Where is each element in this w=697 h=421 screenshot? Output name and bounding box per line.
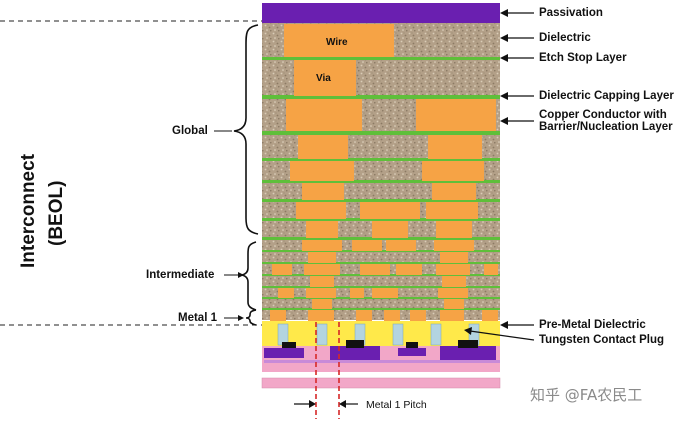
pitch-arrowhead-right	[339, 400, 346, 408]
label-arrows	[464, 9, 535, 341]
passivation-layer	[262, 3, 500, 23]
beol-label: (BEOL)	[46, 180, 67, 246]
metal1-pitch-label: Metal 1 Pitch	[366, 399, 427, 411]
dielectric-label: Dielectric	[539, 32, 591, 44]
pre-metal-dielectric-label: Pre-Metal Dielectric	[539, 319, 646, 331]
transistor-gates	[264, 340, 500, 363]
global-label: Global	[172, 125, 208, 137]
interconnect-label: Interconnect	[18, 153, 39, 268]
tungsten-plug-label: Tungsten Contact Plug	[539, 334, 665, 346]
passivation-label: Passivation	[539, 7, 603, 19]
capping-layer-label: Dielectric Capping Layer	[539, 90, 674, 102]
copper-conductor-label-line2: Barrier/Nucleation Layer	[539, 121, 673, 133]
intermediate-label: Intermediate	[146, 269, 215, 281]
left-label-arrows	[214, 130, 244, 321]
wire-label: Wire	[326, 37, 348, 48]
tungsten-contact-plugs	[277, 323, 480, 346]
copper-conductors	[270, 24, 498, 321]
pitch-arrowhead-left	[309, 400, 316, 408]
left-brackets	[233, 24, 259, 326]
etch-stop-label: Etch Stop Layer	[539, 52, 627, 64]
watermark: 知乎 @FA农民工	[530, 386, 643, 404]
metal1-label: Metal 1	[178, 312, 217, 324]
copper-conductor-label-line1: Copper Conductor with	[539, 109, 667, 121]
substrate-strip	[261, 377, 501, 389]
via-label: Via	[316, 73, 331, 84]
